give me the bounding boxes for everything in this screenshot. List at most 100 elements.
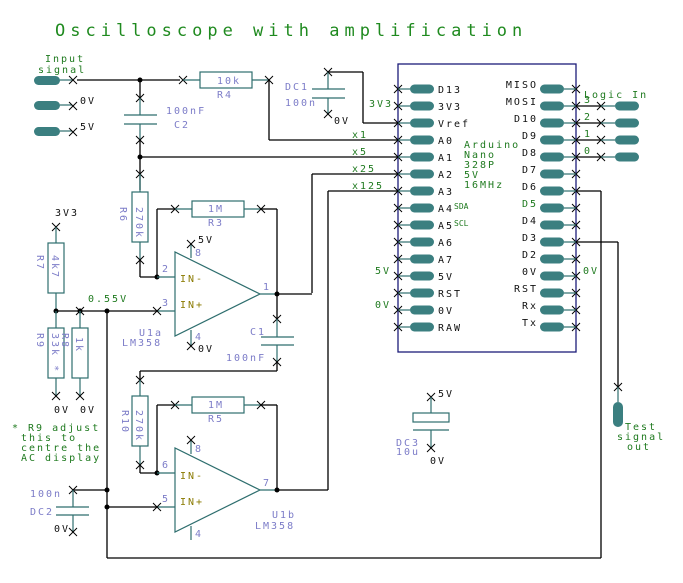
logic-in-channel-label: 3 (584, 95, 592, 106)
resistor-r3: 1M R3 (170, 200, 261, 229)
arduino-pin-right: MOSI (506, 97, 581, 111)
r7-supply: 3V3 (55, 208, 79, 219)
arduino-pin-left: D13 (393, 84, 460, 96)
dc1-value: 100n (285, 98, 317, 109)
capacitor-dc3: 5V DC3 10u 0V (396, 389, 454, 467)
note-r9-adjust: * R9 adjust this to centre the AC displa… (12, 423, 101, 464)
net-x125: x125 (352, 181, 384, 192)
input-5v-label: 5V (80, 122, 96, 133)
u1b-in-minus: IN- (180, 471, 204, 482)
arduino-pin-label: A0 (438, 136, 454, 147)
r9-gnd: 0V (54, 405, 70, 416)
input-label-2: signal (38, 65, 86, 76)
arduino-pin-label: 5V (438, 272, 454, 283)
arduino-pin-label: D10 (514, 114, 538, 125)
net-x1: x1 (352, 130, 368, 141)
arduino-name-1: Arduino (464, 140, 520, 151)
resistor-r4: 10k R4 (178, 71, 269, 101)
r6-ref: R6 (117, 207, 128, 223)
arduino-pin-right: MISO (506, 80, 581, 94)
net-x25: x25 (352, 164, 376, 175)
input-signal-pad (34, 76, 60, 85)
arduino-pin-left: 3V3 (393, 101, 462, 113)
arduino-pin-right: Rx (522, 301, 581, 315)
c2-ref: C2 (174, 120, 190, 131)
r10-ref: R10 (119, 410, 130, 434)
page-title: Oscilloscope with amplification (55, 21, 527, 41)
r3-value: 1M (208, 204, 224, 215)
arduino-pin-right: D4 (522, 216, 581, 230)
dc1-ref: DC1 (285, 82, 309, 93)
net-x5: x5 (352, 147, 368, 158)
logic-in-channel-label: 2 (584, 112, 592, 123)
arduino-pin-right: D10 (514, 114, 581, 128)
arduino-pin-right: D8 (522, 148, 581, 162)
u1a-ref: U1a (139, 328, 163, 339)
arduino-pin-right: D3 (522, 233, 581, 247)
u1b-pin-noninv: 5 (162, 494, 170, 505)
u1b-in-plus: IN+ (180, 497, 204, 508)
u1a-pin-inv: 2 (162, 264, 170, 275)
arduino-name-4: 5V (464, 170, 480, 181)
dc3-vcc: 5V (438, 389, 454, 400)
logic-in-label: Logic In (584, 90, 648, 101)
arduino-pin-label: 0V (438, 306, 454, 317)
resistor-r5: 1M R5 (170, 396, 261, 425)
note-line-4: AC display (21, 453, 101, 464)
arduino-pin-label: Tx (522, 318, 538, 329)
dc2-ref: DC2 (30, 507, 54, 518)
note-line-1: * R9 adjust (12, 423, 100, 434)
arduino-pin-label: A3 (438, 187, 454, 198)
test-out-line-1: Test (625, 422, 657, 433)
arduino-pin-right: 0V (522, 267, 581, 281)
u1a-pin-vcc: 8 (195, 248, 203, 259)
arduino-pin-left: A3 (393, 186, 454, 198)
arduino-pin-left: Vref (393, 118, 468, 130)
input-0v-label: 0V (80, 96, 96, 107)
u1a-in-minus: IN- (180, 274, 204, 285)
input-0v-pad (34, 101, 60, 110)
u1b-part: LM358 (255, 521, 295, 532)
net-0v-mcu-right: 0V (583, 266, 599, 277)
arduino-pin-left: A2 (393, 169, 452, 181)
input-connector: Input signal 0V 5V (34, 54, 96, 137)
u1a-in-plus: IN+ (180, 300, 204, 311)
logic-in-channel: 2 (576, 112, 639, 128)
arduino-pin-label: MISO (506, 80, 538, 91)
arduino-pin-label: D8 (522, 148, 538, 159)
arduino-pin-label: MOSI (506, 97, 538, 108)
capacitor-c2: 100nF C2 (124, 98, 204, 140)
u1b-pin-inv: 6 (162, 460, 170, 471)
dc3-ref: DC3 (396, 438, 420, 449)
note-line-3: centre the (21, 443, 101, 454)
arduino-pin-label: 3V3 (438, 102, 462, 113)
resistor-r6: 270k R6 (117, 174, 149, 260)
resistor-r9: 33k * R9 0V (34, 311, 70, 416)
arduino-pin-left: A5 (393, 220, 454, 232)
arduino-pin-label: RST (514, 284, 538, 295)
u1a-vcc: 5V (198, 235, 214, 246)
r5-value: 1M (208, 400, 224, 411)
resistor-r10: 270k R10 (119, 375, 149, 465)
test-out-line-3: out (627, 442, 651, 453)
arduino-pin-label: D3 (522, 233, 538, 244)
arduino-pin-right: D5 (522, 199, 581, 213)
dc1-gnd: 0V (334, 116, 350, 127)
net-3v3-mcu: 3V3 (369, 99, 393, 110)
r6-value: 270k (133, 207, 144, 239)
r9-value: 33k * (49, 333, 60, 373)
r8-gnd: 0V (80, 405, 96, 416)
c1-value: 100nF (226, 353, 266, 364)
capacitor-dc1: 0V DC1 100n (285, 67, 350, 127)
arduino-pin-label: A5 (438, 221, 454, 232)
dc3-gnd: 0V (430, 456, 446, 467)
arduino-pin-label: A6 (438, 238, 454, 249)
dc2-value: 100n (30, 489, 62, 500)
arduino-pin-left: A6 (393, 237, 454, 249)
resistor-r7: 3V3 4k7 R7 (34, 208, 79, 311)
test-out-pad (613, 402, 623, 427)
net-5v-mcu: 5V (375, 266, 391, 277)
opamp-u1b: IN- IN+ 6 5 7 8 4 U1b LM358 (157, 435, 295, 540)
